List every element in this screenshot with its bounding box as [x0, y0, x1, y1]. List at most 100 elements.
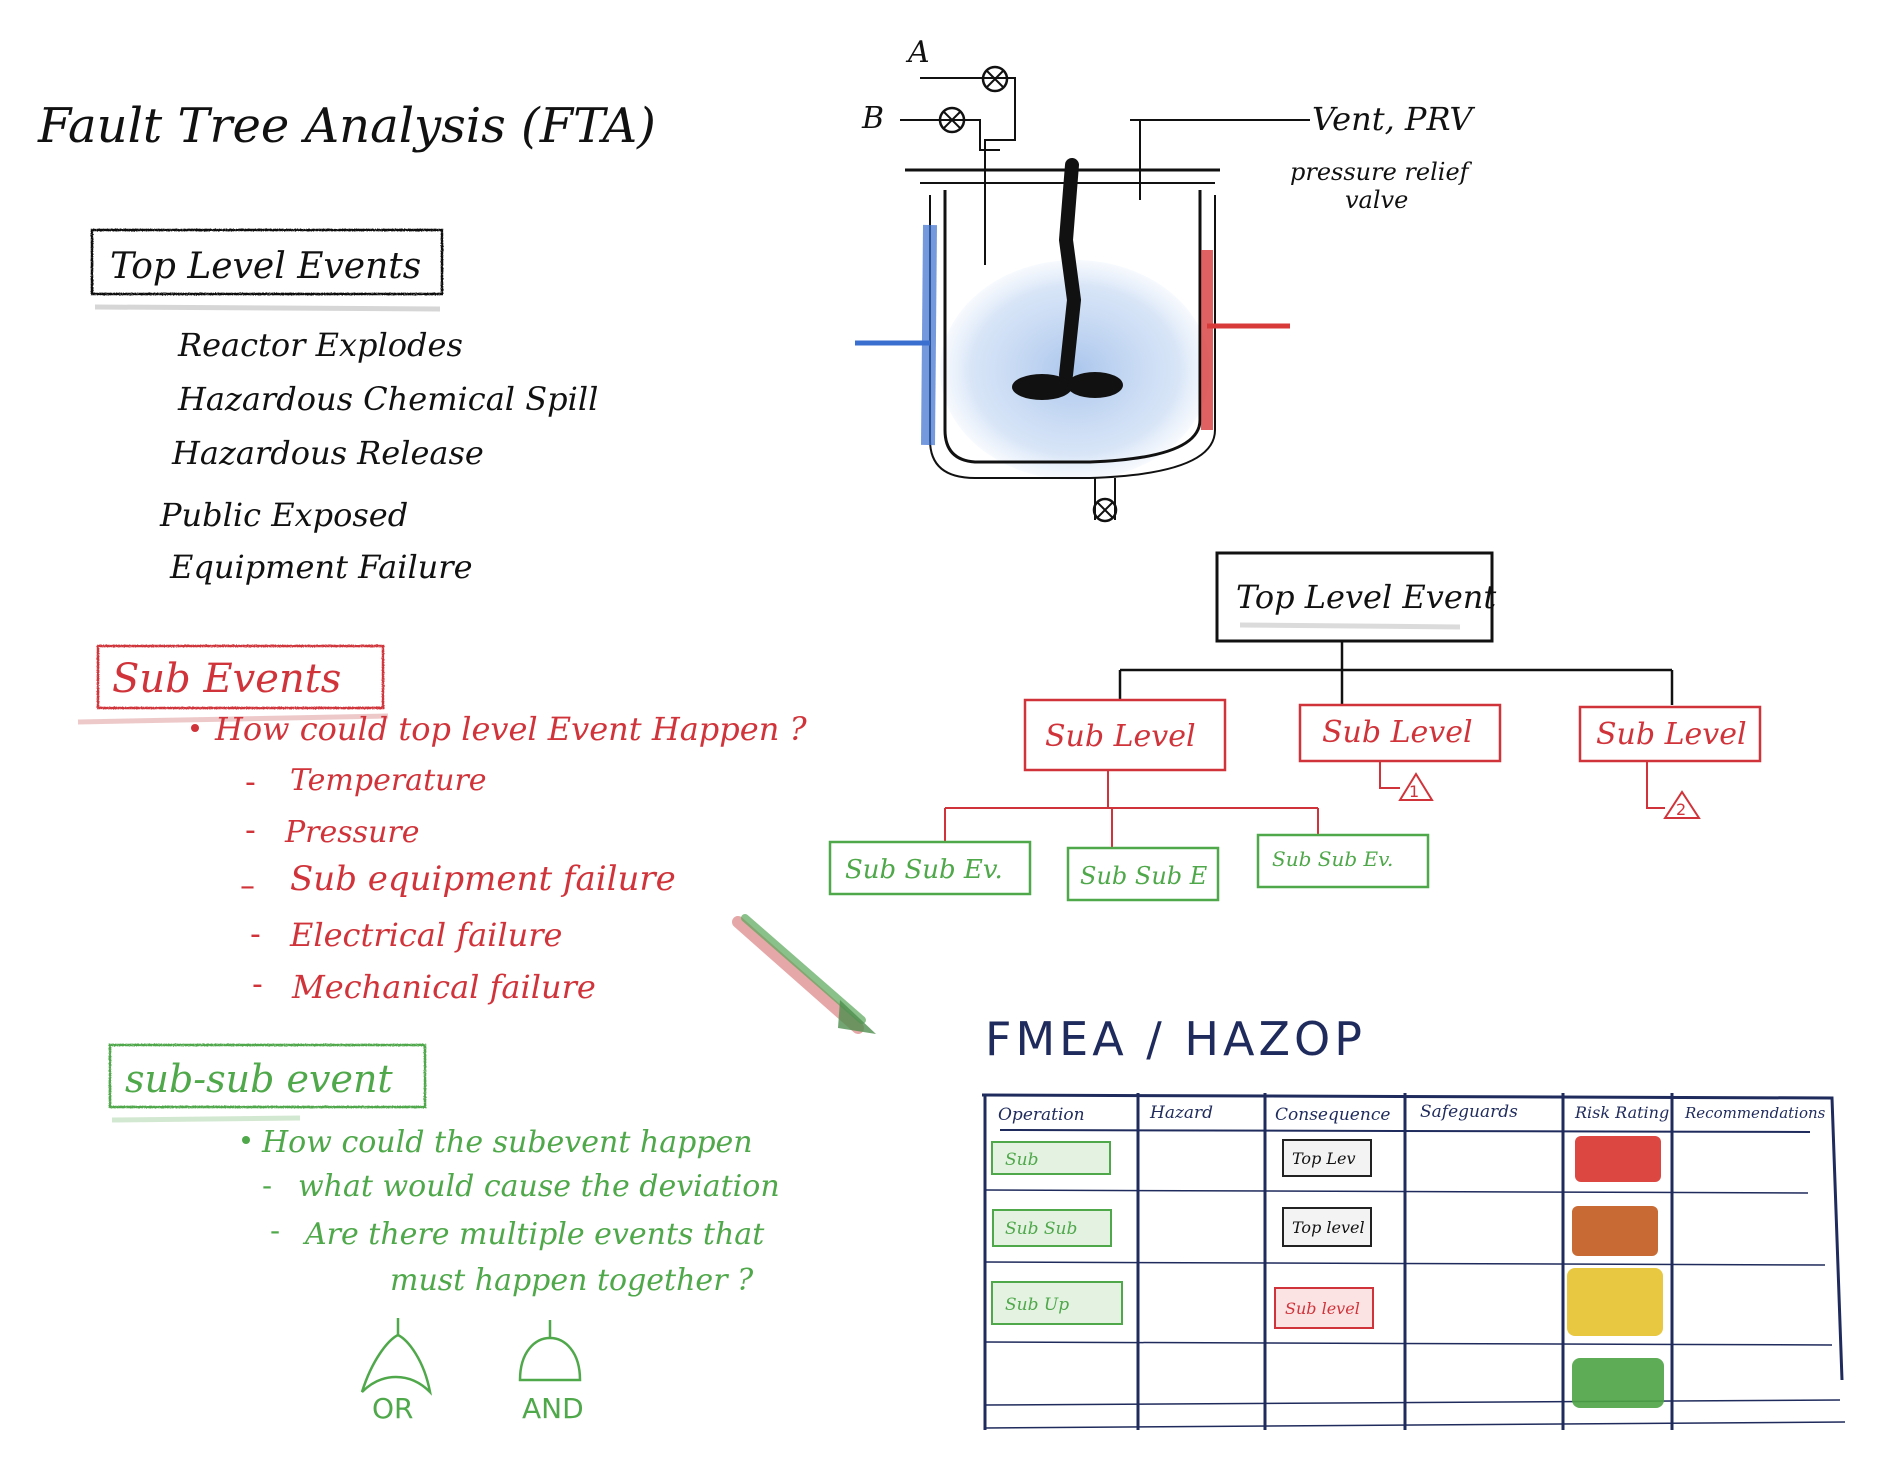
- fmea-column-header: Consequence: [1275, 1105, 1390, 1125]
- sub-level-node: [1023, 698, 1227, 772]
- dash: -: [252, 967, 263, 1002]
- agitator-shaft: [1058, 158, 1082, 382]
- sub-sub-line: Are there multiple events that: [302, 1217, 765, 1252]
- vent-description: pressure relief: [1290, 158, 1473, 186]
- fmea-column-header: Recommendations: [1684, 1104, 1826, 1122]
- top-level-event-item: Hazardous Chemical Spill: [177, 380, 598, 418]
- top-level-event-item: Reactor Explodes: [177, 326, 463, 364]
- sub-level-node-label: Sub Level: [1322, 715, 1473, 750]
- risk-rating-swatch: [1567, 1268, 1663, 1336]
- reactor-sketch: A B Vent, PRV pressure relief valve: [855, 35, 1475, 523]
- top-level-event-item: Public Exposed: [159, 496, 408, 534]
- top-level-events-heading: Top Level Events: [110, 246, 421, 287]
- or-gate-icon: [360, 1318, 432, 1396]
- sub-level-node: [1298, 703, 1502, 763]
- sub-events-section: Sub Events How could top level Event Hap…: [77, 644, 807, 1006]
- sub-sub-event-node-label: Sub Sub Ev.: [1272, 847, 1393, 871]
- fmea-header-underline: [999, 1129, 1811, 1133]
- and-gate-icon: [518, 1320, 582, 1382]
- valve-a-icon: [981, 65, 1009, 93]
- arrow-head-icon: [838, 1000, 876, 1034]
- risk-rating-swatch: [1575, 1136, 1661, 1182]
- transfer-marker-icon: [1663, 790, 1701, 819]
- inlet-a-label: A: [905, 35, 930, 70]
- dash: –: [240, 869, 255, 904]
- cooling-jacket-side: [921, 224, 937, 446]
- valve-a-cross: [986, 70, 1004, 88]
- vent-description: valve: [1345, 186, 1408, 214]
- sub-event-item: Mechanical failure: [291, 968, 596, 1006]
- top-level-events-section: Top Level Events Reactor Explodes Hazard…: [90, 228, 598, 586]
- sub-sub-line: what would cause the deviation: [298, 1169, 780, 1204]
- sub-sub-event-section: sub-sub event How could the subevent hap…: [108, 1043, 780, 1425]
- fault-tree: Top Level Event Sub Level Sub Level Sub …: [828, 551, 1762, 902]
- box-shadow-smudge: [111, 1115, 301, 1123]
- fmea-row-line: [984, 1189, 1809, 1194]
- sub-events-question: How could top level Event Happen ?: [214, 710, 807, 748]
- fmea-operation-cell-box: [991, 1281, 1123, 1325]
- fmea-consequence-cell: Top level: [1292, 1218, 1365, 1237]
- fmea-consequence-cell: Sub level: [1285, 1299, 1360, 1318]
- fmea-operation-cell-box: [991, 1141, 1111, 1175]
- arrow-stroke: [732, 916, 864, 1034]
- fmea-consequence-cell-box: [1282, 1207, 1372, 1247]
- top-level-event-item: Hazardous Release: [171, 434, 484, 472]
- fmea-row-line: [984, 1261, 1826, 1266]
- box-shadow-smudge: [77, 713, 389, 725]
- sub-events-heading: Sub Events: [112, 656, 341, 702]
- sub-level-node: [1578, 705, 1762, 763]
- risk-rating-swatch: [1572, 1358, 1664, 1408]
- top-level-event-node-label: Top Level Event: [1236, 578, 1496, 616]
- fmea-consequence-cell-box: [1274, 1287, 1374, 1329]
- valve-b-icon: [938, 106, 966, 134]
- sub-sub-line: must happen together ?: [390, 1263, 754, 1298]
- fmea-column-header: Safeguards: [1420, 1102, 1518, 1122]
- fmea-consequence-cell-box: [1282, 1139, 1372, 1177]
- sub-event-item: Temperature: [290, 763, 487, 798]
- sub-level-node-label: Sub Level: [1596, 717, 1747, 752]
- page-title: Fault Tree Analysis (FTA): [37, 98, 656, 154]
- sub-sub-event-node: [1256, 833, 1430, 889]
- inlet-b-label: B: [861, 101, 884, 136]
- transfer-connector: [1379, 761, 1400, 789]
- sub-sub-event-heading: sub-sub event: [125, 1057, 393, 1101]
- fmea-title: FMEA / HAZOP: [985, 1012, 1366, 1066]
- sub-sub-event-node-label: Sub Sub Ev.: [845, 855, 1003, 885]
- fmea-column-header: Hazard: [1149, 1103, 1213, 1123]
- fmea-operation-cell: Sub: [1005, 1150, 1038, 1170]
- transfer-marker-icon: [1398, 772, 1434, 801]
- risk-rating-swatch: [1572, 1206, 1658, 1256]
- sub-sub-event-node: [1066, 846, 1220, 902]
- arrow-to-fmea: [732, 914, 876, 1034]
- top-level-event-item: Equipment Failure: [169, 548, 473, 586]
- sub-sub-line: How could the subevent happen: [261, 1125, 753, 1160]
- fmea-operation-cell-box: [992, 1209, 1112, 1247]
- drain-valve-cross: [1096, 501, 1114, 519]
- fmea-column-header: Operation: [998, 1105, 1085, 1125]
- fmea-row-line: [984, 1341, 1833, 1346]
- sub-level-node-label: Sub Level: [1045, 719, 1196, 754]
- vent-pipe: [1130, 119, 1270, 200]
- drain-valve-icon: [1092, 497, 1118, 523]
- fmea-row-line: [984, 1399, 1841, 1406]
- dash: -: [245, 813, 256, 848]
- fmea-table-section: FMEA / HAZOP Operation Hazard Consequenc…: [981, 1012, 1846, 1430]
- transfer-marker-number: 1: [1409, 782, 1419, 801]
- top-level-events-box: [90, 228, 444, 296]
- fmea-consequence-cell: Top Lev: [1292, 1149, 1356, 1168]
- impeller-blade: [1012, 374, 1072, 400]
- sub-sub-event-box: [108, 1043, 427, 1109]
- transfer-marker-number: 2: [1676, 800, 1686, 819]
- bullet: [191, 724, 199, 732]
- sub-event-item: Electrical failure: [289, 916, 562, 954]
- sub-sub-event-node-label: Sub Sub E: [1080, 862, 1208, 890]
- dash: -: [245, 765, 256, 800]
- and-gate-label: AND: [522, 1392, 584, 1425]
- or-gate-label: OR: [372, 1392, 414, 1425]
- bullet: [242, 1136, 250, 1144]
- sub-events-box: [96, 644, 385, 710]
- reactor-jacket: [929, 195, 1216, 479]
- fmea-operation-cell: Sub Up: [1005, 1295, 1069, 1315]
- impeller-blade: [1067, 372, 1123, 398]
- sub-event-item: Sub equipment failure: [290, 859, 676, 899]
